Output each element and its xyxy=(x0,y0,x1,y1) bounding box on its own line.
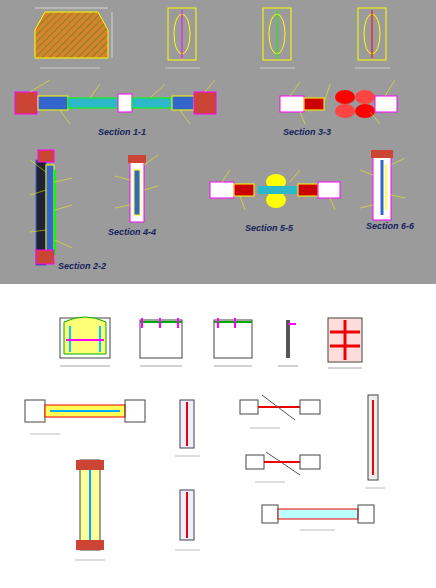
section-title: Section 2-2 xyxy=(58,262,106,271)
top-panel xyxy=(0,0,436,284)
section-title: Section 6-6 xyxy=(366,222,414,231)
top-drawings xyxy=(15,8,405,265)
section-title: Section 5-5 xyxy=(245,224,293,233)
section-title: Section 4-4 xyxy=(108,228,156,237)
section-title: Section 1-1 xyxy=(98,128,146,137)
section-title: Section 3-3 xyxy=(283,128,331,137)
bottom-drawings xyxy=(25,317,385,560)
